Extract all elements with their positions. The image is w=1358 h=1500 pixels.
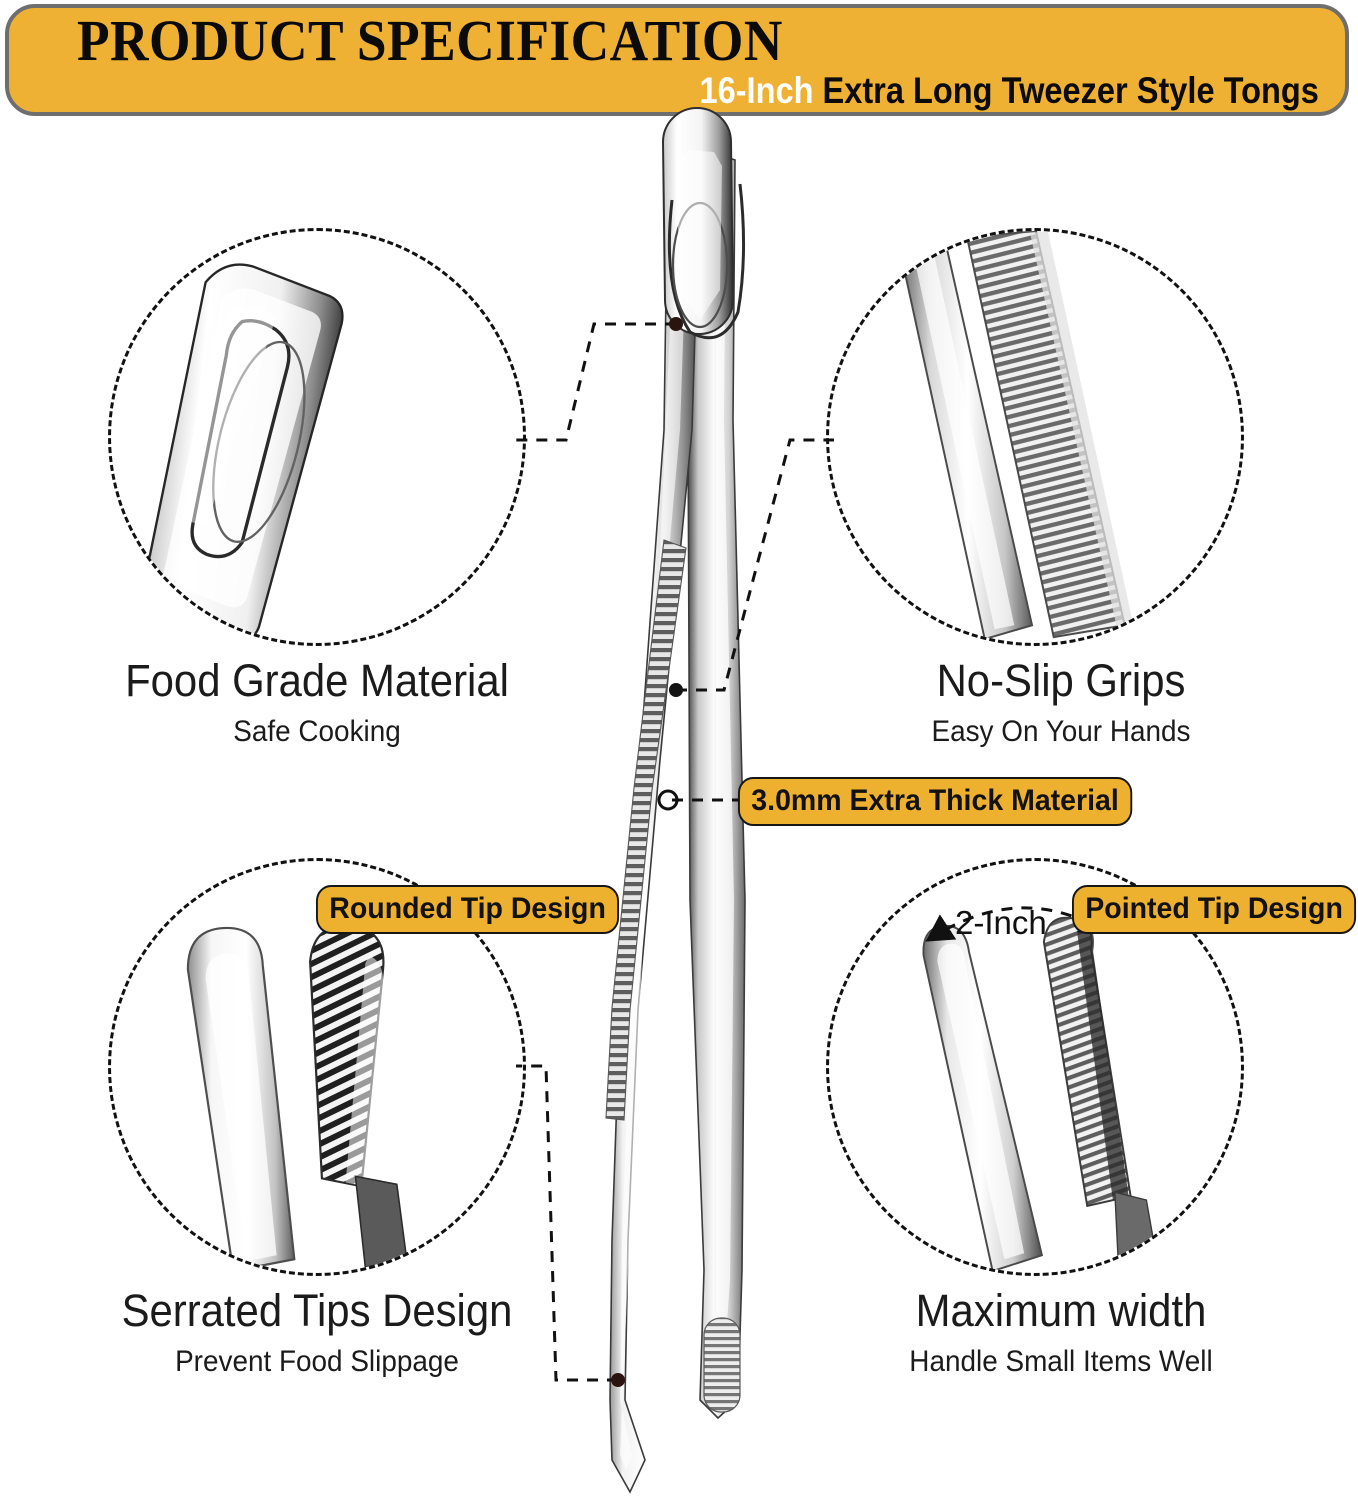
right-arm-serrated-tip: [703, 1317, 741, 1413]
tongs-head-joint: [661, 107, 746, 340]
pointed-tips-closeup-icon: [922, 916, 1160, 1273]
caption-serrated-tips-design: Serrated Tips Design Prevent Food Slippa…: [37, 1285, 597, 1381]
serrated-grip-closeup-icon: [896, 231, 1133, 641]
tweezer-joint-clip-closeup-icon: [141, 263, 344, 643]
tongs-left-arm: [609, 153, 701, 1494]
badge-rounded-tip[interactable]: Rounded Tip Design: [316, 885, 620, 934]
caption-food-grade-material: Food Grade Material Safe Cooking: [37, 655, 597, 751]
leader-food-grade-material: [513, 322, 676, 442]
feature-circle-serrated-tips-design: [108, 858, 526, 1276]
product-size-label: 16-Inch: [699, 70, 814, 111]
thickness-caliper-marker: [657, 789, 679, 811]
caption-no-slip-grips: No-Slip Grips Easy On Your Hands: [781, 655, 1341, 751]
measurement-label-max-width: 2-Inch: [955, 904, 1047, 941]
tongs-right-arm: [687, 148, 746, 1420]
feature-subtitle-no-slip-grips: Easy On Your Hands: [931, 715, 1191, 748]
feature-circle-food-grade-material: [108, 228, 526, 646]
feature-title-serrated-tips-design: Serrated Tips Design: [121, 1285, 513, 1336]
feature-subtitle-food-grade-material: Safe Cooking: [233, 715, 401, 748]
feature-subtitle-serrated-tips-design: Prevent Food Slippage: [175, 1345, 459, 1378]
product-name-label: Extra Long Tweezer Style Tongs: [813, 70, 1319, 111]
rounded-serrated-tips-closeup-icon: [186, 924, 408, 1273]
feature-title-maximum-width: Maximum width: [915, 1285, 1207, 1336]
header-banner: PRODUCT SPECIFICATION 16-Inch Extra Long…: [5, 4, 1349, 116]
leader-dot-no-slip: [669, 683, 683, 697]
caption-maximum-width: Maximum width Handle Small Items Well: [781, 1285, 1341, 1381]
feature-subtitle-maximum-width: Handle Small Items Well: [909, 1345, 1213, 1378]
feature-circle-no-slip-grips: [826, 228, 1244, 646]
badge-pointed-tip[interactable]: Pointed Tip Design: [1072, 885, 1357, 934]
leader-dot-serrated: [611, 1373, 625, 1387]
page-title: PRODUCT SPECIFICATION: [77, 8, 783, 73]
feature-title-food-grade-material: Food Grade Material: [125, 655, 509, 706]
leader-dot-food-grade: [669, 317, 683, 331]
feature-title-no-slip-grips: No-Slip Grips: [936, 655, 1186, 706]
leader-no-slip-grips: [676, 438, 834, 692]
badge-thickness[interactable]: 3.0mm Extra Thick Material: [738, 777, 1133, 826]
left-arm-grip-ridges: [605, 539, 687, 1121]
feature-circle-maximum-width: [826, 858, 1244, 1276]
page-subtitle: 16-Inch Extra Long Tweezer Style Tongs: [700, 70, 1319, 112]
